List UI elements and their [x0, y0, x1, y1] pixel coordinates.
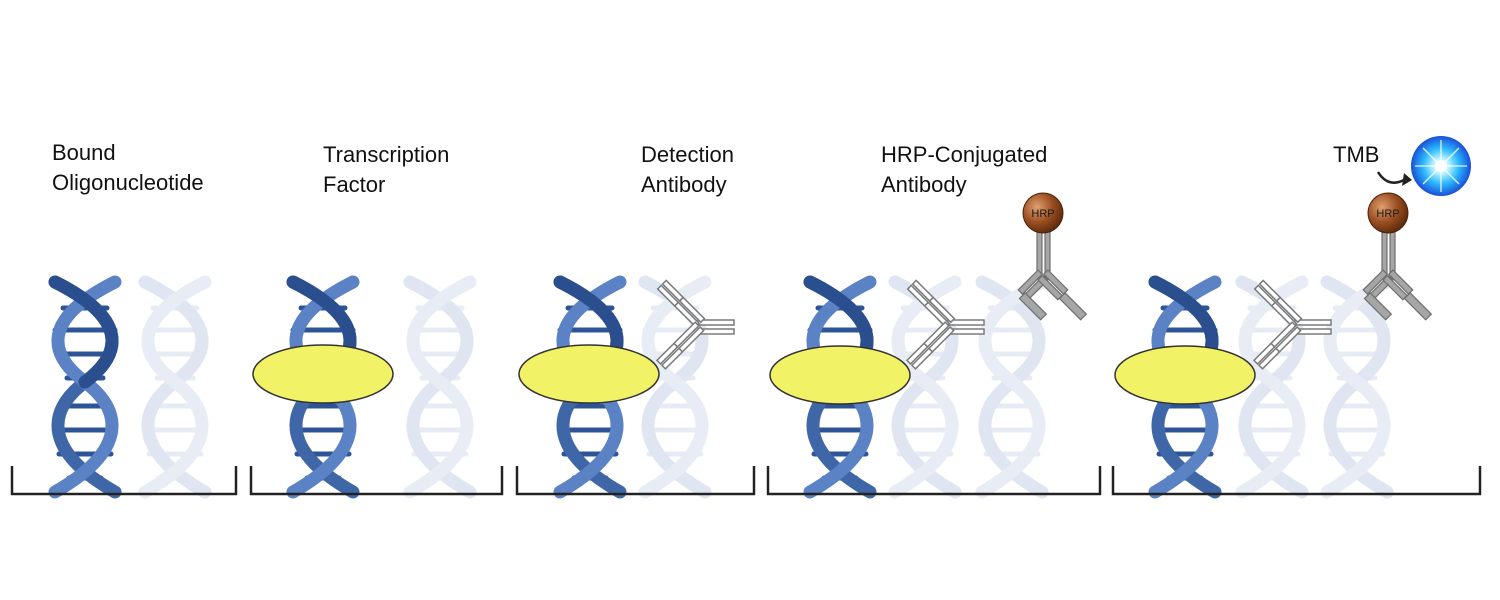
well-bracket [1111, 466, 1482, 496]
label-line-1: HRP-Conjugated [881, 142, 1048, 167]
hrp-label: HRP [1031, 208, 1054, 220]
arrow-head-icon [1402, 173, 1412, 186]
hrp-label: HRP [1376, 208, 1399, 220]
label-detection-antibody: Detection Antibody [641, 140, 734, 200]
hrp-conjugated-antibody-icon [1362, 224, 1432, 321]
label-line-1: Transcription [323, 142, 450, 167]
transcription-factor-ellipse-icon [252, 344, 394, 404]
dna-faded-icon [410, 282, 470, 492]
well-bracket [766, 466, 1102, 496]
hrp-enzyme-icon [1367, 192, 1409, 234]
label-line-1: Bound [52, 140, 116, 165]
dna-faded-icon [1327, 282, 1387, 492]
label-line-2: Oligonucleotide [52, 170, 204, 195]
well-bracket [515, 466, 756, 496]
label-line-1: TMB [1333, 142, 1380, 167]
panel-hrp: HRP [766, 192, 1102, 496]
transcription-factor-ellipse-icon [1114, 345, 1256, 405]
hrp-enzyme-icon [1022, 192, 1064, 234]
transcription-factor-ellipse-icon [769, 345, 911, 405]
hrp-conjugated-antibody-icon [1017, 224, 1087, 321]
panel-bound [10, 282, 238, 496]
well-bracket [10, 466, 238, 496]
tmb-signal-burst-icon [1411, 136, 1471, 196]
dna-double-helix-icon [55, 282, 115, 492]
panel-factor [249, 282, 504, 496]
transcription-factor-ellipse-icon [518, 344, 660, 404]
label-transcription-factor: Transcription Factor [323, 140, 449, 200]
label-line-2: Antibody [881, 172, 967, 197]
dna-faded-icon [982, 282, 1042, 492]
label-line-1: Detection [641, 142, 734, 167]
well-bracket [249, 466, 504, 496]
label-hrp-conjugated-antibody: HRP-Conjugated Antibody [881, 140, 1047, 200]
label-tmb: TMB [1333, 140, 1379, 170]
label-bound-oligonucleotide: Bound Oligonucleotide [52, 138, 204, 198]
label-line-2: Factor [323, 172, 386, 197]
panel-tmb: HRP [1111, 136, 1482, 496]
curved-arrow-icon [1376, 171, 1405, 184]
panel-detection [515, 280, 756, 496]
dna-faded-icon [145, 282, 205, 492]
label-line-2: Antibody [641, 172, 727, 197]
